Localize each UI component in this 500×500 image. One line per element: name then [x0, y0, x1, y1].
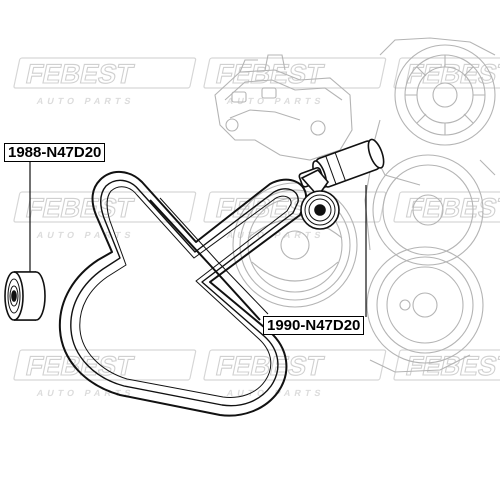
svg-text:AUTO PARTS: AUTO PARTS	[36, 230, 136, 240]
svg-text:FEBEST: FEBEST	[403, 192, 500, 223]
svg-text:FEBEST: FEBEST	[213, 350, 326, 381]
watermark-logo: FEBEST	[393, 191, 500, 223]
svg-text:FEBEST: FEBEST	[403, 58, 500, 89]
svg-text:AUTO PARTS: AUTO PARTS	[226, 230, 326, 240]
svg-text:AUTO PARTS: AUTO PARTS	[36, 388, 136, 398]
poly-v-belt	[58, 171, 308, 417]
leader-lines	[29, 160, 367, 317]
belt-tensioner	[298, 138, 385, 230]
idler-pulley	[4, 271, 46, 321]
svg-text:FEBEST: FEBEST	[23, 58, 136, 89]
watermark-logo: FEBEST AUTO PARTS	[203, 57, 387, 106]
svg-text:AUTO PARTS: AUTO PARTS	[226, 96, 326, 106]
svg-text:FEBEST: FEBEST	[23, 192, 136, 223]
watermark-layer: FEBEST AUTO PARTS FEBEST AUTO PARTS FEBE…	[13, 57, 500, 398]
watermark-logo: FEBEST	[393, 349, 500, 381]
part-number-label[interactable]: 1990-N47D20	[263, 316, 365, 335]
watermark-logo: FEBEST AUTO PARTS	[13, 191, 197, 240]
watermark-logo: FEBEST AUTO PARTS	[13, 57, 197, 106]
svg-text:AUTO PARTS: AUTO PARTS	[226, 388, 326, 398]
engine-line-art	[214, 37, 496, 373]
part-number-label[interactable]: 1988-N47D20	[4, 143, 106, 162]
svg-text:FEBEST: FEBEST	[213, 58, 326, 89]
svg-text:AUTO PARTS: AUTO PARTS	[36, 96, 136, 106]
watermark-logo: FEBEST AUTO PARTS	[203, 349, 387, 398]
watermark-logo: FEBEST AUTO PARTS	[13, 349, 197, 398]
svg-text:FEBEST: FEBEST	[403, 350, 500, 381]
